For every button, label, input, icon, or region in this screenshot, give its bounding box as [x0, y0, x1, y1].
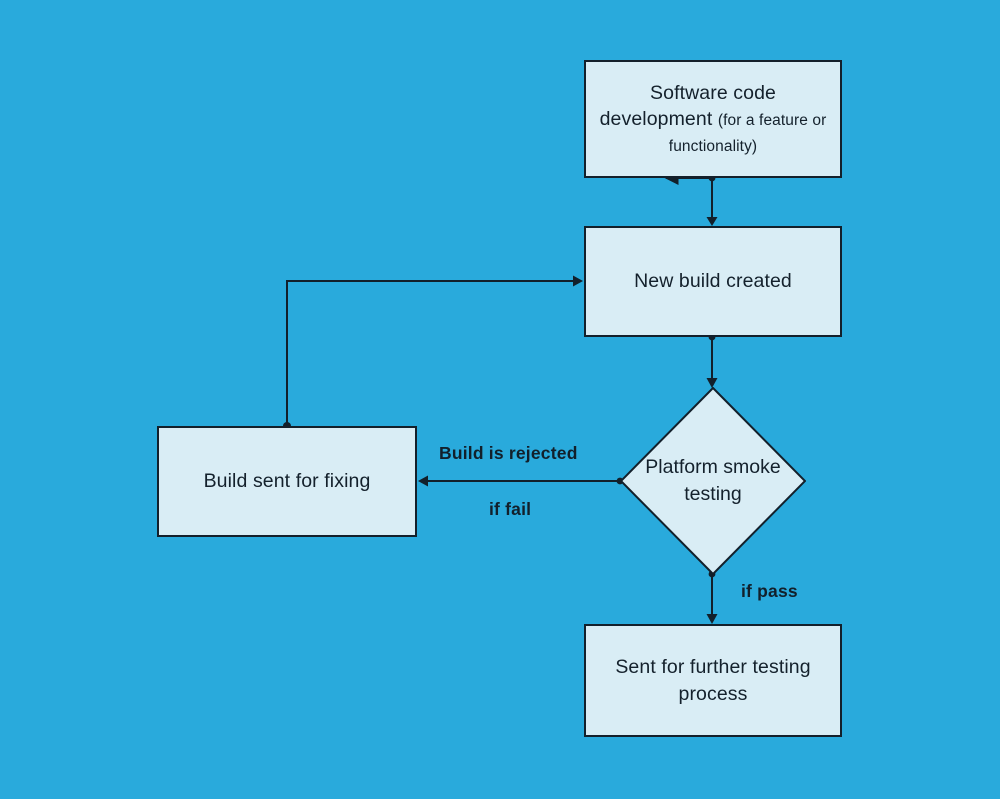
edge-fixing-to-build: [283, 275, 583, 430]
edge-label-if-fail: if fail: [489, 499, 532, 519]
edge-build-to-decision: [706, 333, 718, 388]
node-dev-label-note: (for a feature or functionality): [668, 111, 827, 156]
node-decision-label: Platform smoke testing: [645, 456, 781, 505]
node-further-label: Sent for further testing process: [615, 656, 811, 705]
node-platform-smoke-testing[interactable]: Platform smoke testing: [619, 386, 807, 576]
edge-dev-to-build: [664, 171, 718, 226]
node-fixing-label: Build sent for fixing: [203, 470, 371, 493]
edge-label-build-is-rejected: Build is rejected: [439, 443, 578, 463]
node-software-code-development[interactable]: Software code development (for a feature…: [584, 60, 842, 178]
edge-label-if-pass: if pass: [741, 581, 798, 601]
node-dev-text: Software code development (for a feature…: [586, 80, 840, 158]
node-sent-for-further-testing[interactable]: Sent for further testing process: [584, 624, 842, 737]
node-dev-label-main: Software code development: [599, 81, 776, 130]
edge-decision-to-fixing: [418, 475, 624, 487]
node-build-label: New build created: [634, 270, 792, 293]
node-new-build-created[interactable]: New build created: [584, 226, 842, 337]
edge-decision-to-further: [706, 570, 718, 624]
diamond-shape: [619, 386, 807, 576]
node-build-sent-for-fixing[interactable]: Build sent for fixing: [157, 426, 417, 537]
